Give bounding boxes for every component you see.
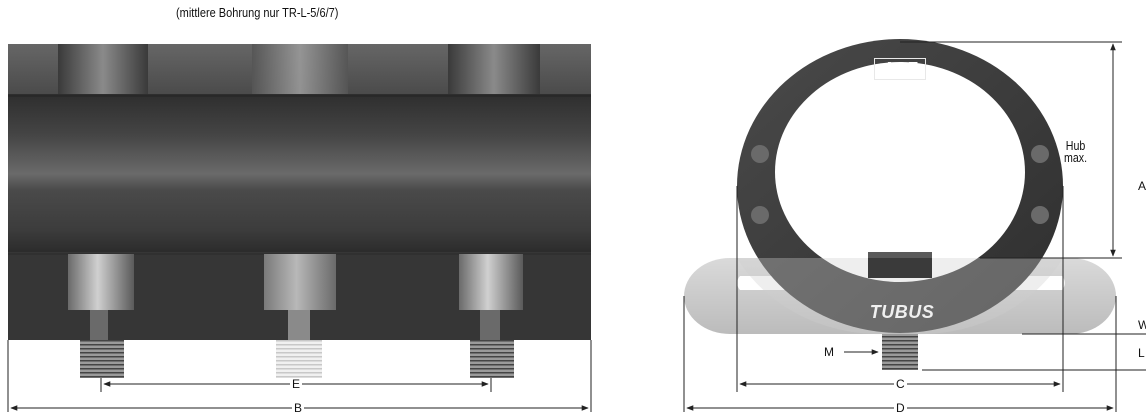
- notch-right: [448, 44, 540, 96]
- notch-middle: [252, 44, 348, 96]
- bolt-thread-middle: [276, 340, 322, 378]
- bolt-thread-left: [80, 340, 124, 378]
- hub-max-label: Hub max.: [1064, 139, 1088, 165]
- ring-opening: [775, 62, 1025, 282]
- ring-bore-4: [1031, 206, 1049, 224]
- bolt-thread-right: [470, 340, 514, 378]
- dimension-m-label: M: [824, 345, 834, 359]
- dimension-c-label: C: [894, 377, 907, 391]
- tubus-logo: TUBUS: [869, 302, 935, 322]
- dimension-w-label: W: [1138, 318, 1146, 332]
- header-note: (mittlere Bohrung nur TR-L-5/6/7): [176, 6, 339, 20]
- dimension-b-label: B: [292, 402, 305, 414]
- ring-bore-1: [751, 145, 769, 163]
- dimension-a-label: A: [1138, 179, 1146, 193]
- body-main: [8, 94, 591, 254]
- dimension-l-label: L: [1138, 346, 1145, 360]
- ace-logo: ACE: [874, 58, 926, 80]
- dimension-e-label: E: [290, 377, 303, 391]
- bolt-head-right: [459, 254, 523, 310]
- ring-bore-2: [751, 206, 769, 224]
- right-view: [683, 39, 1146, 412]
- left-view: [7, 44, 592, 412]
- center-bolt-thread: [882, 334, 918, 370]
- notch-left: [58, 44, 148, 96]
- dimension-d-label: D: [894, 402, 907, 414]
- ring-bore-3: [1031, 145, 1049, 163]
- bolt-head-middle: [264, 254, 336, 310]
- hub-label-line1: Hub: [1065, 139, 1086, 153]
- hub-label-line2: max.: [1064, 151, 1088, 165]
- bolt-head-left: [68, 254, 134, 310]
